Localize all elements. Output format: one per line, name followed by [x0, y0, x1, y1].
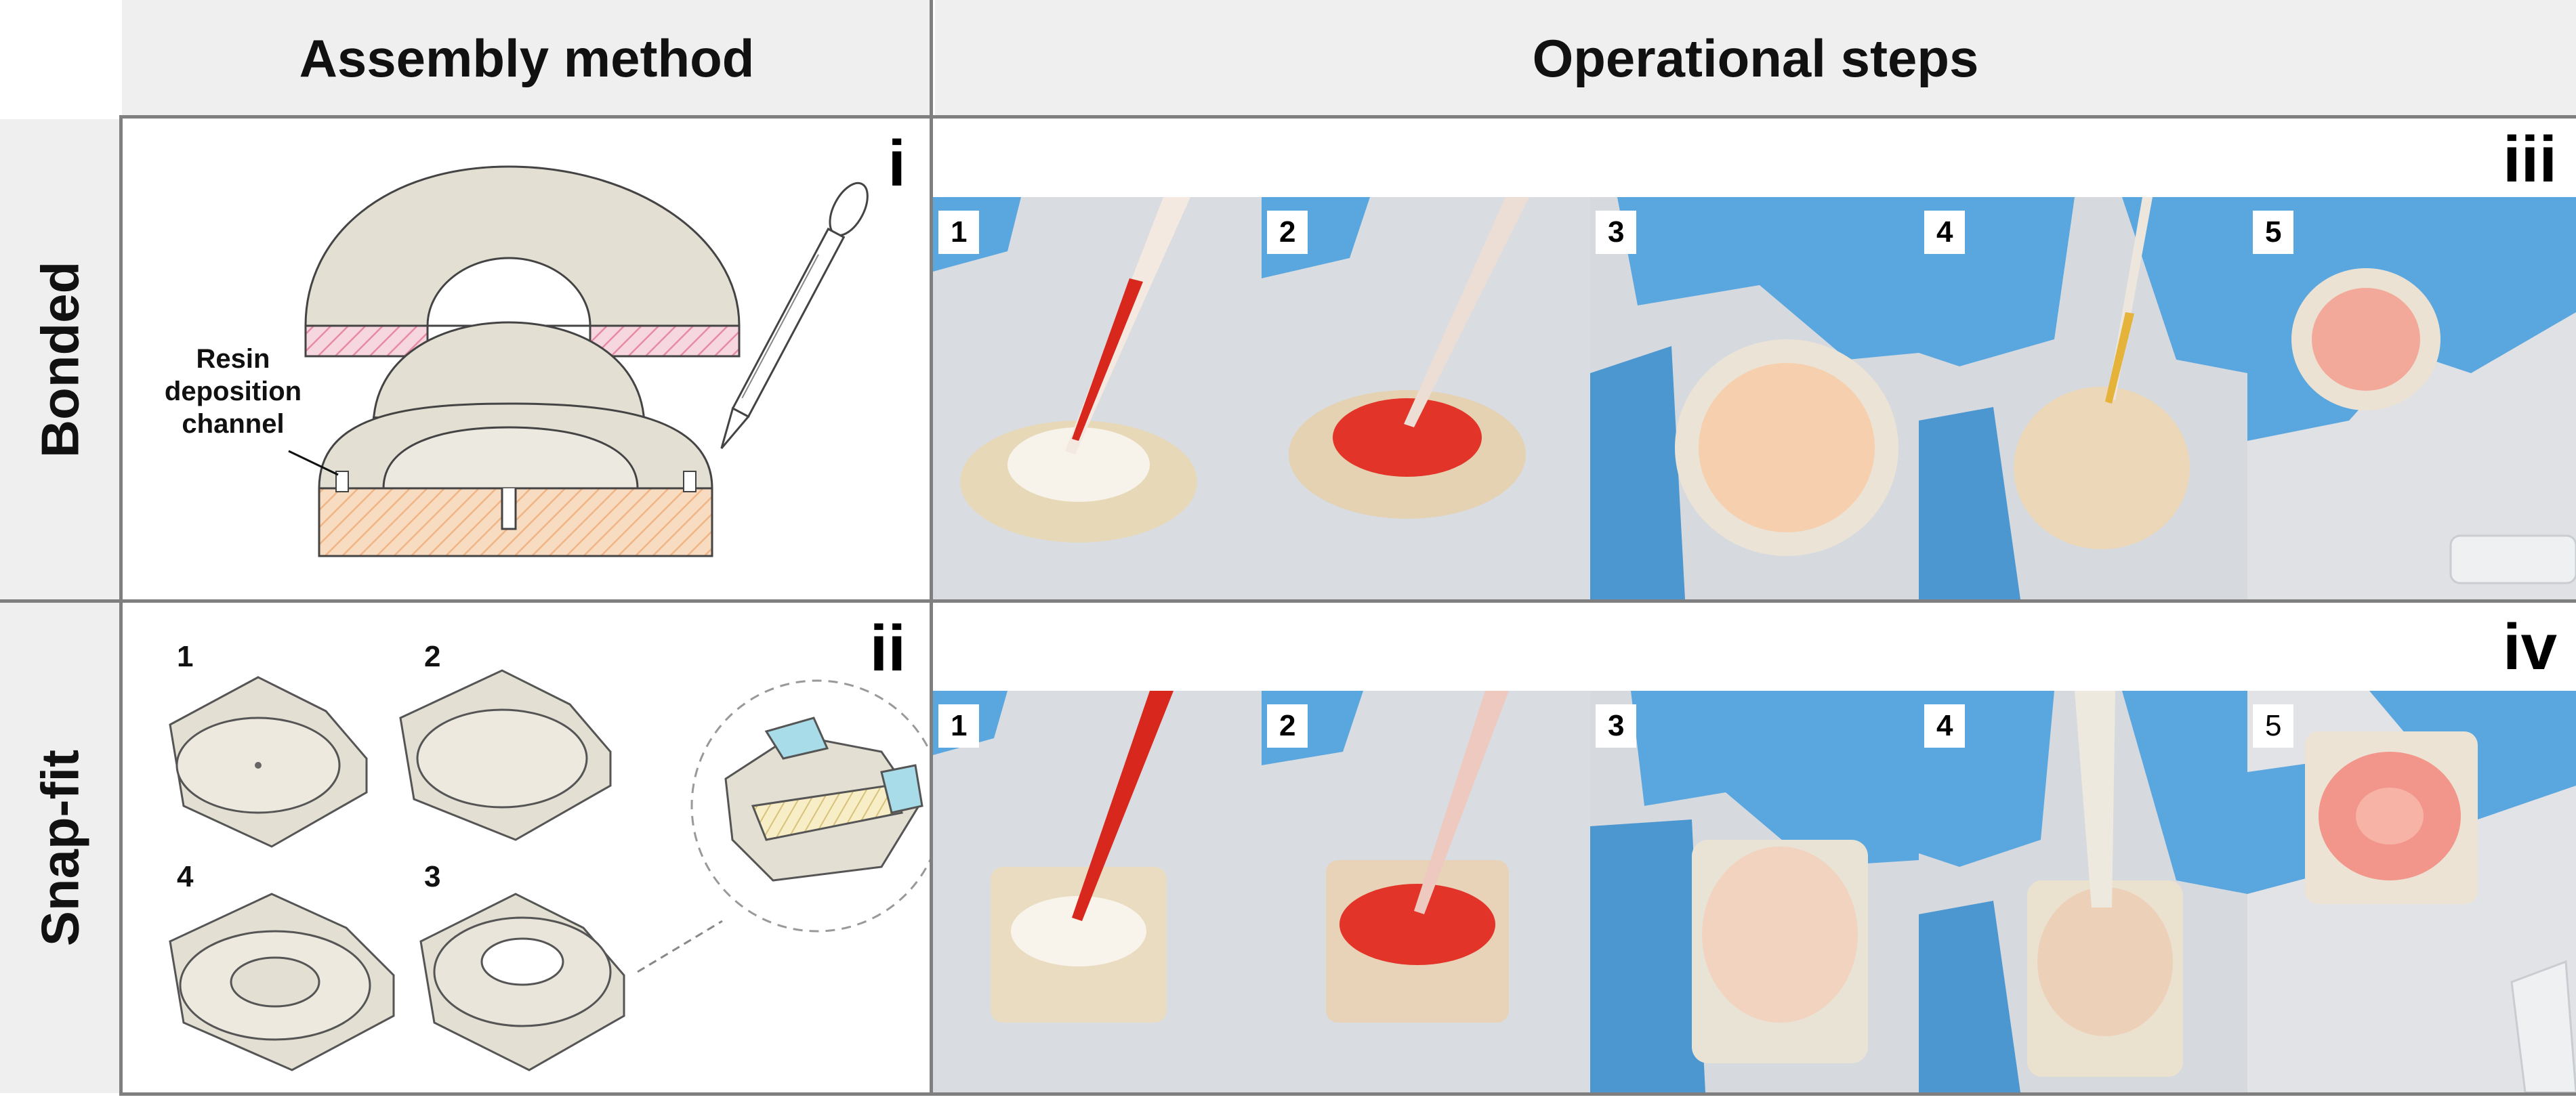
- snapfit-step-3-label: 3: [1596, 704, 1637, 748]
- snapfit-parts-diagram: [169, 669, 944, 1071]
- bonded-step-2-label: 2: [1267, 211, 1308, 254]
- bonded-step-3-photo: 3: [1590, 197, 1919, 599]
- header-assembly-method: Assembly method: [122, 0, 932, 116]
- top-cap-part: [304, 165, 741, 358]
- bonded-exploded-diagram: [288, 165, 869, 557]
- panel-label-i: i: [888, 127, 906, 200]
- snapfit-step-2-label: 2: [1267, 704, 1308, 748]
- snap-part-2: [399, 669, 612, 841]
- panel-label-ii: ii: [869, 612, 906, 685]
- snapfit-step-4-photo: 4: [1919, 691, 2247, 1092]
- annotation-line-1: Resin: [196, 344, 270, 374]
- annotation-leader-line: [288, 450, 339, 476]
- panel-label-iii: iii: [2502, 123, 2557, 196]
- bonded-step-3-label: 3: [1596, 211, 1637, 254]
- panel-label-iv: iv: [2502, 611, 2557, 683]
- part-number-4: 4: [177, 860, 194, 893]
- bonded-diagram-cell: i Resin deposition channel: [123, 119, 930, 599]
- snap-part-1: [169, 676, 368, 848]
- row-label-snapfit: Snap-fit: [30, 749, 90, 947]
- bonded-step-2-photo: 2: [1262, 197, 1590, 599]
- part-number-2: 2: [424, 640, 441, 673]
- snapfit-step-1-photo: 1: [933, 691, 1262, 1092]
- snapfit-photos-cell: iv 1 2 3: [933, 603, 2576, 1092]
- base-part: [318, 402, 713, 557]
- grid-line-vertical-middle: [930, 0, 933, 1096]
- resin-channel-annotation: Resin deposition channel: [162, 343, 304, 440]
- snapfit-diagram-cell: ii 1 2 4 3: [123, 603, 944, 1092]
- zoom-detail-circle: [690, 679, 944, 933]
- snapfit-step-2-photo: 2: [1262, 691, 1590, 1092]
- part-number-3: 3: [424, 860, 441, 893]
- bonded-step-5-photo: 5: [2247, 197, 2576, 599]
- annotation-line-2: deposition: [164, 377, 302, 406]
- snapfit-step-5-photo: 5: [2247, 691, 2576, 1092]
- part-number-1: 1: [177, 640, 194, 673]
- bonded-step-5-label: 5: [2253, 211, 2294, 254]
- grid-line-vertical-left: [119, 116, 123, 1096]
- row-label-bonded: Bonded: [30, 261, 90, 458]
- zoom-arrow: [637, 920, 723, 973]
- snapfit-step-5-label: 5: [2253, 704, 2294, 748]
- bonded-step-4-label: 4: [1924, 211, 1966, 254]
- snapfit-step-1-label: 1: [938, 704, 980, 748]
- bonded-photos-cell: iii 1 2 3: [933, 119, 2576, 599]
- snap-part-4: [169, 893, 395, 1071]
- snapfit-step-4-label: 4: [1924, 704, 1966, 748]
- header-operational-label: Operational steps: [1532, 28, 1979, 88]
- snapfit-step-3-photo: 3: [1590, 691, 1919, 1092]
- bonded-step-1-label: 1: [938, 211, 980, 254]
- annotation-line-3: channel: [182, 409, 285, 439]
- bonded-step-1-photo: 1: [933, 197, 1262, 599]
- pipette-icon: [720, 182, 869, 450]
- row-header-snapfit: Snap-fit: [0, 603, 121, 1093]
- snap-part-3: [419, 893, 625, 1071]
- row-header-bonded: Bonded: [0, 119, 121, 599]
- grid-line-header-bottom: [119, 115, 2576, 119]
- header-operational-steps: Operational steps: [935, 0, 2576, 116]
- grid-line-row-divider: [0, 599, 2576, 603]
- header-assembly-label: Assembly method: [299, 28, 755, 88]
- grid-line-bottom: [119, 1092, 2576, 1096]
- bonded-step-4-photo: 4: [1919, 197, 2247, 599]
